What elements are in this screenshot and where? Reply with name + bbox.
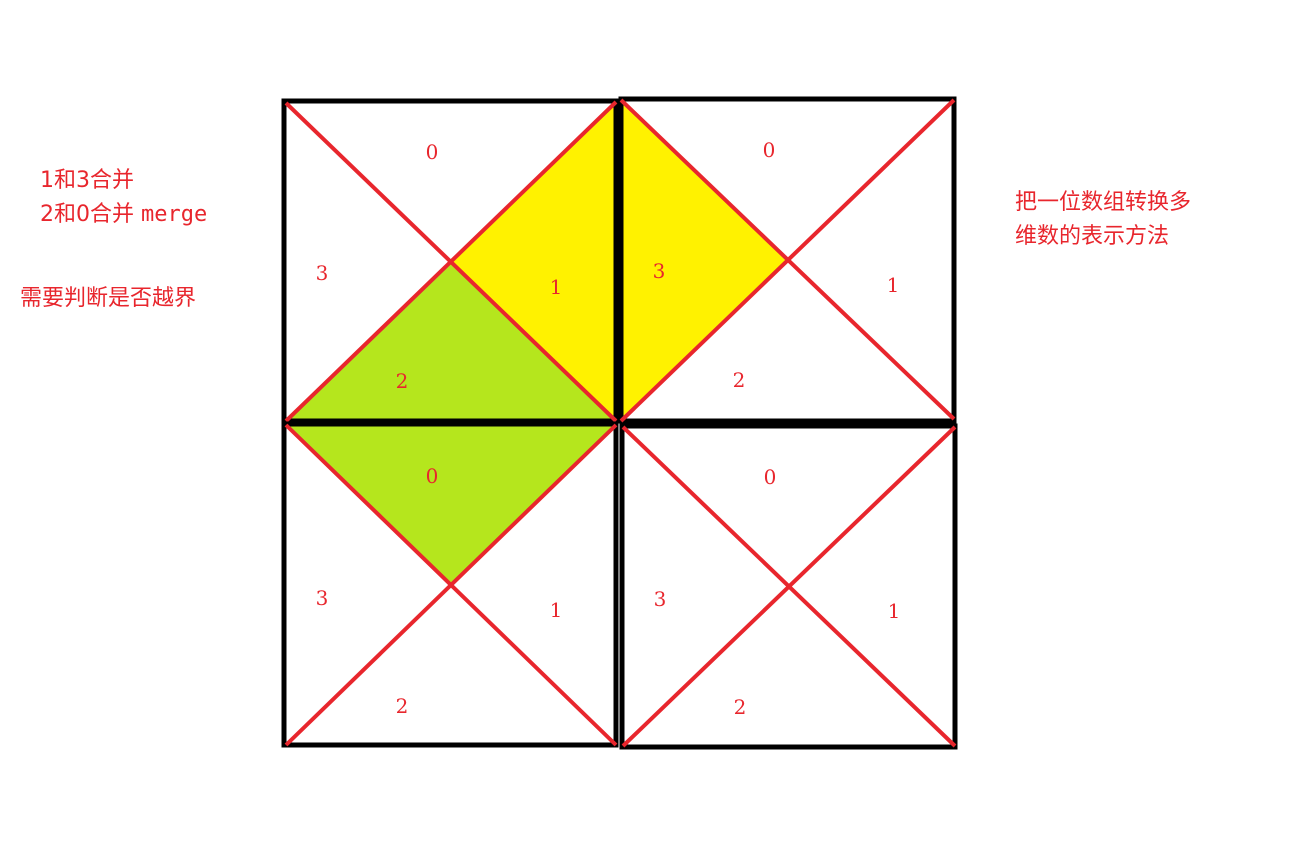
triangle-label-3: 3	[653, 259, 666, 283]
yellow-region-cell1-tri3	[621, 100, 787, 421]
merge-note-line2: 2和0合并 merge	[40, 198, 207, 232]
triangle-label-1: 1	[550, 598, 563, 622]
triangle-label-0: 0	[763, 138, 776, 162]
cell-diagonal-up	[284, 423, 618, 747]
triangle-label-2: 2	[733, 368, 746, 392]
triangle-label-2: 2	[396, 694, 409, 718]
merge-note-line2-prefix: 2和0合并	[40, 202, 134, 227]
triangle-label-2: 2	[734, 695, 747, 719]
cell-diagonal-up	[621, 425, 957, 748]
bounds-check-note: 需要判断是否越界	[20, 286, 197, 311]
grid-cell-0: 0 1 2 3	[281, 98, 619, 424]
cell-frame	[618, 96, 957, 424]
triangle-label-3: 3	[316, 261, 329, 285]
description-note: 把一位数组转换多 维数的表示方法	[1015, 186, 1191, 254]
triangle-label-1: 1	[550, 275, 563, 299]
merge-note: 1和3合并 2和0合并 merge	[40, 164, 207, 232]
green-region-cell0-tri2	[286, 262, 616, 421]
triangle-label-0: 0	[426, 140, 439, 164]
triangle-label-1: 1	[888, 599, 901, 623]
yellow-region-cell0-tri1	[451, 102, 616, 421]
cell-diagonal-up	[619, 98, 956, 423]
grid-cell-1: 0 1 2 3	[618, 96, 957, 424]
green-region-cell2-tri0	[286, 425, 616, 586]
merge-note-line1: 1和3合并	[40, 168, 134, 193]
grid-cell-2: 0 1 2 3	[281, 421, 619, 748]
cell-frame	[619, 423, 958, 750]
triangle-label-3: 3	[316, 586, 329, 610]
cell-frame	[281, 98, 619, 424]
triangle-label-0: 0	[426, 464, 439, 488]
triangle-label-2: 2	[396, 369, 409, 393]
triangle-label-0: 0	[764, 465, 777, 489]
grid-cell-3: 0 1 2 3	[619, 423, 958, 750]
cell-diagonal-up	[284, 100, 618, 423]
description-line2: 维数的表示方法	[1015, 224, 1170, 249]
triangle-label-3: 3	[654, 587, 667, 611]
merge-keyword: merge	[141, 202, 208, 227]
description-line1: 把一位数组转换多	[1015, 190, 1192, 215]
cell-frame	[281, 421, 619, 748]
triangle-label-1: 1	[887, 273, 900, 297]
